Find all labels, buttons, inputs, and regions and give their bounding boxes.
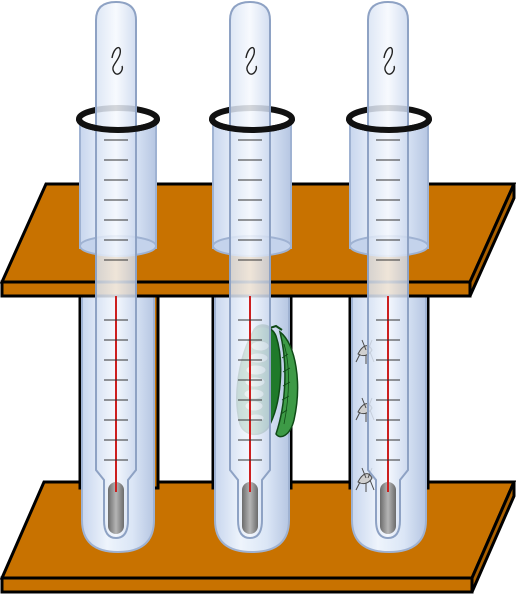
thermometer-3-scale: [376, 139, 400, 461]
handwritten-mark-icon: [111, 47, 124, 75]
thermometer-2-scale: [238, 139, 262, 461]
thermometer-2-bulb: [242, 482, 258, 534]
thermometer-3-bulb: [380, 482, 396, 534]
thermometer-1-scale: [104, 139, 128, 461]
thermometer-2: [229, 0, 271, 540]
handwritten-mark-icon: [383, 47, 396, 75]
thermometer-1: [95, 0, 137, 540]
thermometer-1-bulb: [108, 482, 124, 534]
tube-rims-front: [76, 118, 432, 133]
handwritten-mark-icon: [245, 47, 258, 75]
thermometer-3: [367, 0, 409, 540]
